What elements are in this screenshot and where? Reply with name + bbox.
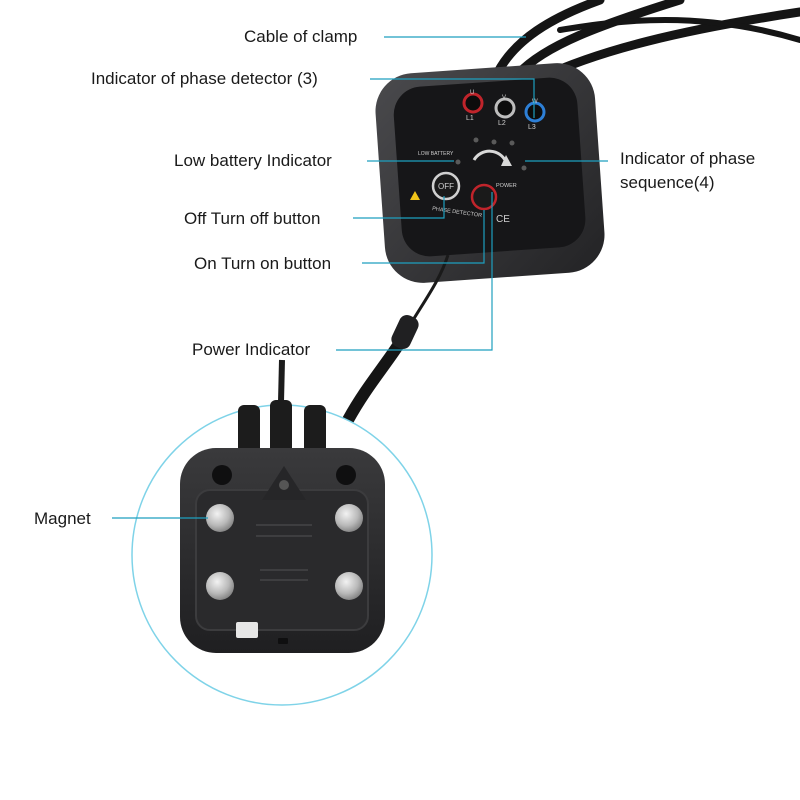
off-button-graphic — [431, 171, 461, 201]
callout-cable-of-clamp: Cable of clamp — [244, 27, 358, 46]
phase-detector-front: CE — [342, 63, 605, 426]
terminal-l1-port — [462, 92, 484, 114]
terminal-l3-top: W — [532, 99, 538, 105]
terminal-l1-bottom: L1 — [466, 115, 474, 122]
leader-lines — [112, 36, 608, 519]
leader-off-button — [353, 196, 445, 219]
terminal-l1-top: U — [470, 90, 474, 96]
callout-off-button: Off Turn off button — [184, 209, 321, 228]
off-button-label: OFF — [438, 182, 454, 191]
magnet-bottom-left — [206, 572, 234, 600]
terminal-l2-bottom: L2 — [498, 120, 506, 127]
magnet-bottom-right — [335, 572, 363, 600]
callout-indicator-phase-sequence-line1: Indicator of phase — [620, 149, 756, 168]
low-battery-label: LOW BATTERY — [418, 151, 454, 157]
callout-power-indicator: Power Indicator — [192, 340, 311, 359]
terminal-l3-bottom: L3 — [528, 124, 536, 131]
power-label: POWER — [496, 183, 517, 189]
terminal-l2-port — [494, 97, 516, 119]
magnet-top-right — [335, 504, 363, 532]
callout-indicator-phase-detector: Indicator of phase detector (3) — [91, 69, 318, 88]
leader-power-indicator — [336, 192, 493, 351]
leader-on-button — [362, 210, 485, 264]
on-button-graphic — [470, 183, 498, 211]
callout-magnet: Magnet — [34, 509, 91, 528]
callout-low-battery-indicator: Low battery Indicator — [174, 151, 332, 170]
terminal-l3-port — [524, 101, 546, 123]
phase-detector-back — [180, 359, 385, 653]
magnet-top-left — [206, 504, 234, 532]
svg-text:CE: CE — [496, 214, 510, 225]
callout-on-button: On Turn on button — [194, 254, 332, 273]
terminal-l2-top: V — [502, 95, 506, 101]
callout-indicator-phase-sequence-line2: sequence(4) — [620, 173, 715, 192]
leader-phase-detector — [370, 78, 535, 118]
